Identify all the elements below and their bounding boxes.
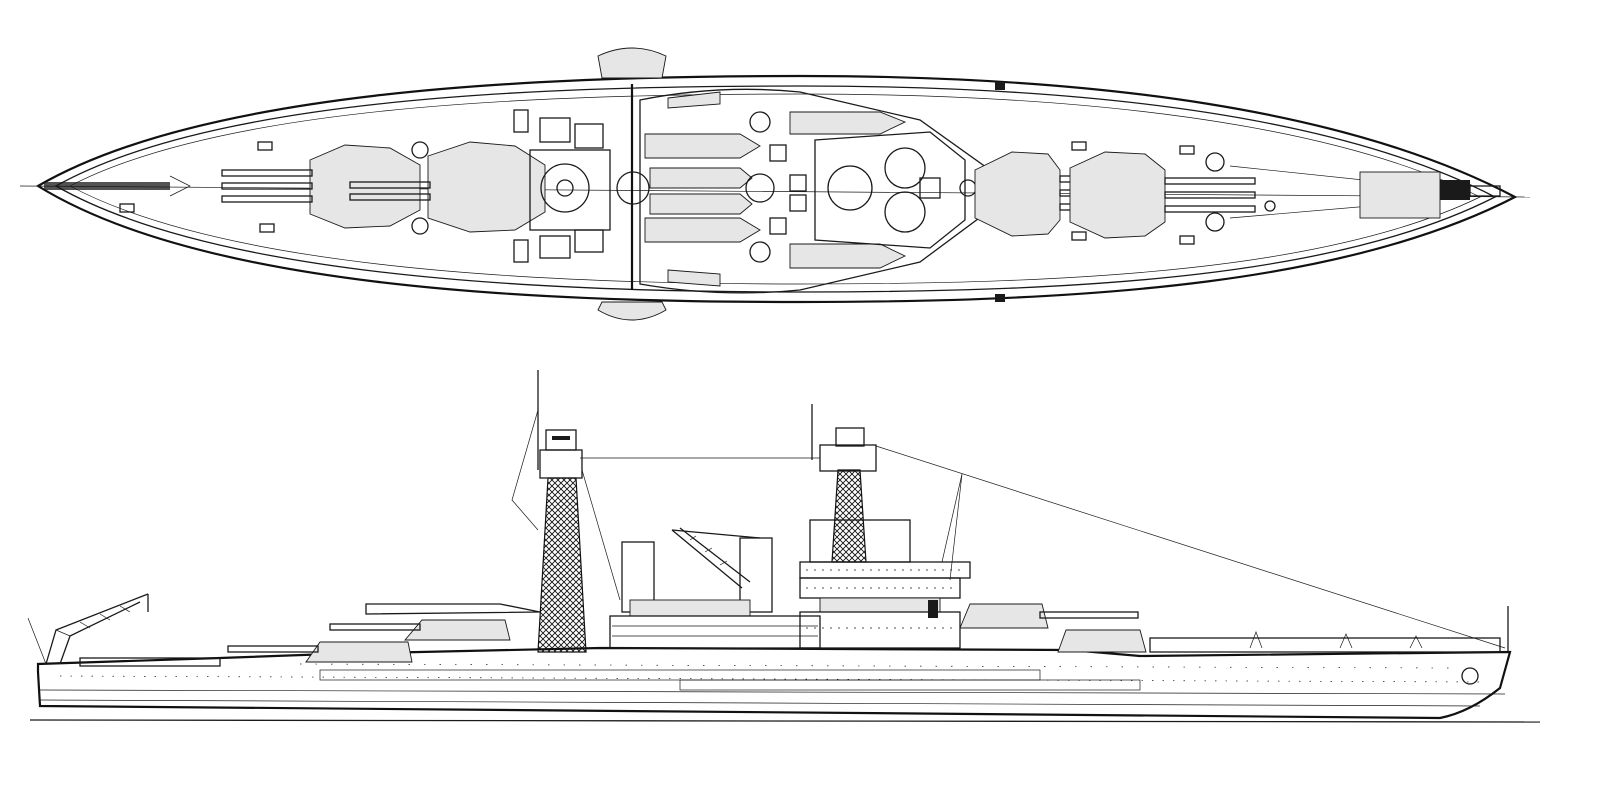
plan-view <box>19 47 1531 321</box>
profile-after-superstructure <box>799 519 971 649</box>
profile-turret-1 <box>227 641 413 663</box>
profile-turret-4 <box>1057 629 1147 653</box>
plan-stern-fittings <box>1205 152 1501 232</box>
profile-hull <box>36 646 1512 720</box>
profile-turret-3 <box>959 603 1139 629</box>
profile-cage-mast-aft <box>811 404 877 563</box>
plan-turret-2 <box>349 141 546 235</box>
profile-cage-mast-forward <box>511 370 621 653</box>
profile-portholes <box>59 663 1481 683</box>
profile-view <box>27 370 1541 723</box>
plan-boat-deck <box>616 84 991 294</box>
plan-deck-fittings <box>119 82 1195 302</box>
plan-turret-4 <box>1069 151 1256 239</box>
plan-turret-1 <box>221 144 421 229</box>
profile-turret-2 <box>329 603 541 641</box>
profile-crane-mid <box>671 527 761 589</box>
plan-after-superstructure <box>814 131 977 249</box>
profile-funnels <box>609 537 821 649</box>
profile-rigging <box>580 445 1509 685</box>
profile-crane-forward <box>27 593 149 665</box>
plan-forward-superstructure <box>513 109 611 263</box>
profile-waterline <box>29 719 1541 723</box>
plan-boat-port <box>597 47 667 79</box>
plan-boat-starboard <box>597 301 667 321</box>
